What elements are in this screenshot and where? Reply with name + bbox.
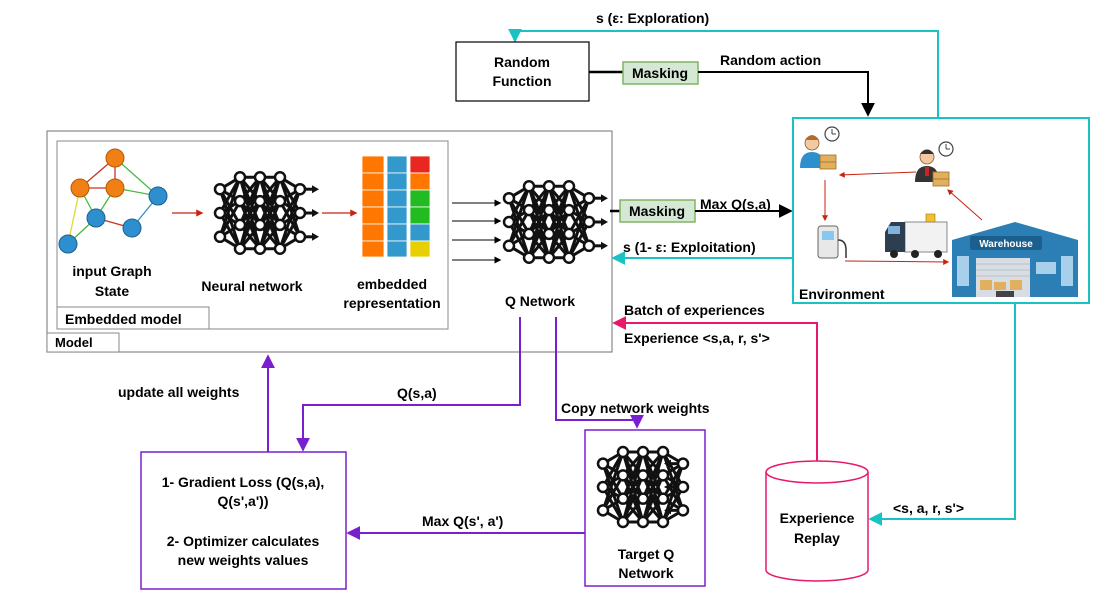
input-graph-label-2: State	[95, 283, 129, 299]
loss-box: 1- Gradient Loss (Q(s,a), Q(s',a')) 2- O…	[140, 451, 347, 590]
experience-replay-cylinder: Experience Replay	[765, 460, 869, 582]
warehouse-label: Warehouse	[979, 239, 1033, 250]
replay-label-2: Replay	[794, 530, 840, 546]
copy-weights-arrow	[555, 317, 644, 429]
truck-icon	[885, 213, 948, 258]
input-graph	[58, 148, 168, 254]
neural-net-icon	[213, 171, 319, 255]
neural-net-icon	[596, 445, 690, 529]
loss-label-4: new weights values	[178, 552, 309, 568]
random-function-label-2: Function	[492, 73, 551, 89]
masking-label-mid: Masking	[629, 203, 685, 219]
exploration-label: s (ε: Exploration)	[596, 10, 709, 26]
max-q-label: Max Q(s,a)	[700, 196, 771, 212]
charger-icon	[817, 225, 847, 259]
loss-label-3: 2- Optimizer calculates	[167, 533, 320, 549]
embedded-label-2: representation	[343, 295, 440, 311]
random-function-box: Random Function	[455, 41, 590, 102]
loss-label-2: Q(s',a'))	[218, 493, 269, 509]
max-q-next-label: Max Q(s', a')	[422, 513, 503, 529]
tuple-arrow	[868, 303, 1016, 526]
batch-label: Batch of experiences	[624, 302, 765, 318]
tuple-label: <s, a, r, s'>	[893, 500, 964, 516]
masking-box-mid: Masking	[619, 199, 696, 223]
experience-label: Experience <s,a, r, s'>	[624, 330, 770, 346]
replay-label-1: Experience	[780, 510, 855, 526]
q-sa-arrow	[296, 317, 521, 452]
person-icon	[800, 135, 824, 168]
environment-label: Environment	[799, 286, 885, 302]
model-label: Model	[55, 335, 93, 350]
embedded-representation	[361, 155, 431, 258]
input-graph-label-1: input Graph	[72, 263, 151, 279]
clock-icon	[938, 141, 954, 157]
clock-icon	[824, 126, 840, 142]
box-icon	[932, 171, 950, 187]
random-function-label-1: Random	[494, 54, 550, 70]
warehouse-icon: Warehouse	[952, 222, 1078, 297]
loss-label-1: 1- Gradient Loss (Q(s,a),	[162, 474, 325, 490]
masking-box-top: Masking	[622, 61, 699, 85]
box-icon	[819, 154, 837, 170]
masking-label-top: Masking	[632, 65, 688, 81]
update-weights-label: update all weights	[118, 384, 240, 400]
q-network-label: Q Network	[505, 293, 575, 309]
q-sa-label: Q(s,a)	[397, 385, 437, 401]
exploration-arrow	[508, 28, 939, 118]
batch-arrow	[612, 316, 818, 461]
random-action-arrow	[698, 71, 875, 117]
embedded-label-1: embedded	[357, 276, 427, 292]
neural-net-icon	[502, 180, 608, 264]
copy-weights-label: Copy network weights	[561, 400, 710, 416]
target-label-2: Network	[618, 565, 673, 581]
neural-network-label: Neural network	[201, 278, 302, 294]
q-input-arrows	[452, 199, 502, 264]
random-action-label: Random action	[720, 52, 821, 68]
target-label-1: Target Q	[618, 546, 675, 562]
embedded-model-label: Embedded model	[65, 311, 182, 327]
exploitation-label: s (1- ε: Exploitation)	[623, 239, 756, 255]
